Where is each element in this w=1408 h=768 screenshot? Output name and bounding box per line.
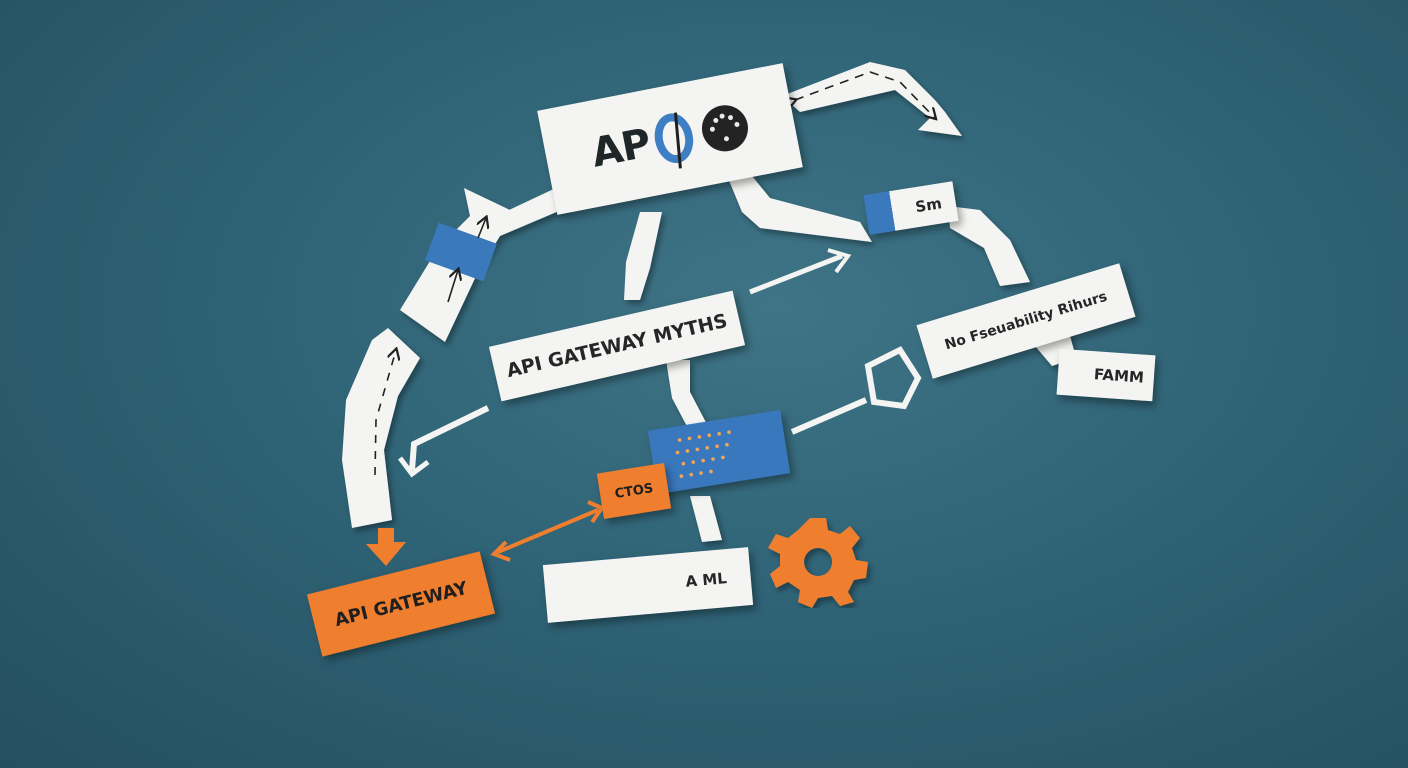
ctos-label: CTOS (613, 480, 655, 502)
top-right-arrow-strip (782, 62, 962, 136)
left-curved-strip (342, 328, 420, 528)
orange-down-arrow (366, 528, 406, 566)
dot-disc-icon (698, 101, 753, 156)
api-gateway-label: API GATEWAY (332, 577, 470, 631)
aml-label: A ML (684, 569, 728, 591)
chip-icon (647, 409, 791, 495)
left-upper-strip (400, 186, 566, 342)
far-card: FAMM (1056, 348, 1156, 402)
o-ring-icon (650, 110, 698, 167)
central-strip (624, 212, 662, 300)
pentagon-icon (864, 346, 922, 410)
orange-double-arrow (497, 508, 599, 554)
gear-icon (768, 518, 868, 608)
far-label: FAMM (1093, 365, 1145, 387)
logo-right-strip (728, 176, 872, 242)
side-label: Sm (914, 194, 944, 217)
logo-text: AP (587, 120, 654, 177)
